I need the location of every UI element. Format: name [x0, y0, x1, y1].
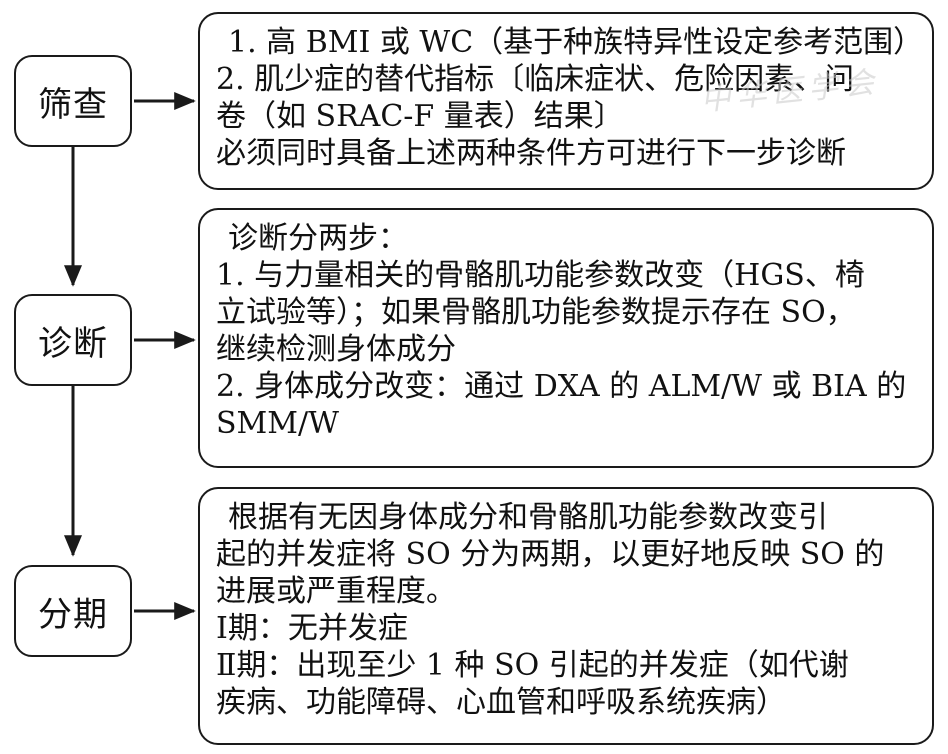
- step-staging: 分期: [14, 565, 132, 657]
- diagnosis-line-2: 1. 与力量相关的骨骼肌功能参数改变（HGS、椅: [216, 258, 865, 293]
- panel-staging: 根据有无因身体成分和骨骼肌功能参数改变引 起的并发症将 SO 分为两期，以更好地…: [198, 487, 934, 745]
- staging-line-6: 疾病、功能障碍、心血管和呼吸系统疾病）: [216, 685, 786, 720]
- staging-line-2: 起的并发症将 SO 分为两期，以更好地反映 SO 的: [216, 537, 885, 572]
- diagnosis-line-1: 诊断分两步：: [228, 221, 408, 256]
- staging-line-3: 进展或严重程度。: [216, 574, 456, 609]
- step-staging-label: 分期: [38, 594, 108, 635]
- staging-line-1: 根据有无因身体成分和骨骼肌功能参数改变引: [228, 500, 828, 535]
- screening-line-4: 必须同时具备上述两种条件方可进行下一步诊断: [216, 136, 846, 171]
- screening-line-2: 2. 肌少症的替代指标〔临床症状、危险因素、问: [216, 62, 855, 97]
- step-screening-label: 筛查: [38, 84, 108, 125]
- step-screening: 筛查: [14, 55, 132, 147]
- diagnosis-line-6: SMM/W: [216, 406, 339, 441]
- panel-diagnosis: 诊断分两步： 1. 与力量相关的骨骼肌功能参数改变（HGS、椅 立试验等）；如果…: [198, 208, 934, 468]
- step-diagnosis-label: 诊断: [38, 323, 108, 364]
- diagnosis-line-4: 继续检测身体成分: [216, 332, 456, 367]
- diagnosis-line-3: 立试验等）；如果骨骼肌功能参数提示存在 SO，: [216, 295, 856, 330]
- screening-line-1: 1. 高 BMI 或 WC（基于种族特异性设定参考范围）: [228, 25, 918, 60]
- staging-line-4: Ⅰ期：无并发症: [216, 611, 408, 646]
- panel-screening: 1. 高 BMI 或 WC（基于种族特异性设定参考范围） 2. 肌少症的替代指标…: [198, 12, 934, 190]
- step-diagnosis: 诊断: [14, 294, 132, 386]
- diagnosis-line-5: 2. 身体成分改变：通过 DXA 的 ALM/W 或 BIA 的: [216, 369, 907, 404]
- staging-line-5: Ⅱ期：出现至少 1 种 SO 引起的并发症（如代谢: [216, 648, 849, 683]
- screening-line-3: 卷（如 SRAC-F 量表）结果〕: [216, 99, 624, 134]
